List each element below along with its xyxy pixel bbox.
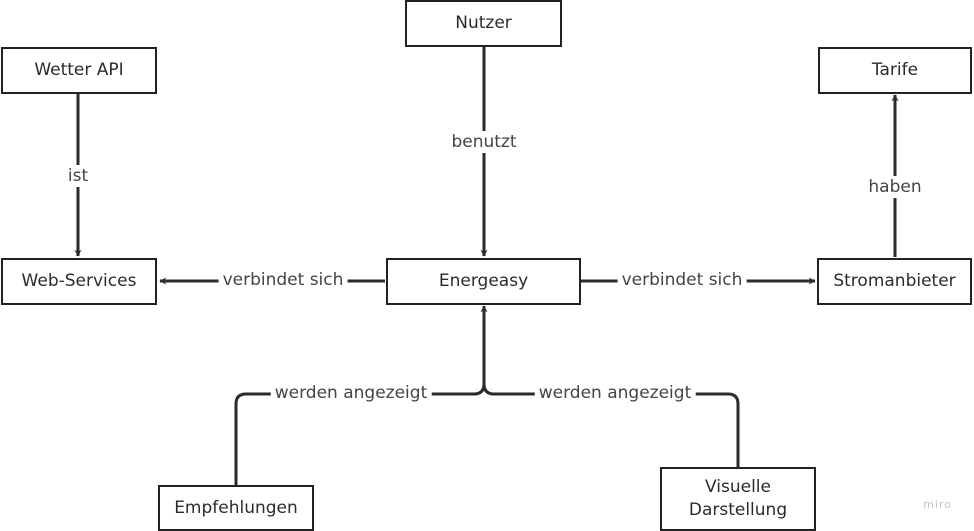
edge-label-haben: haben	[864, 176, 926, 198]
node-visuelle-darstellung[interactable]: Visuelle Darstellung	[660, 467, 816, 531]
node-wetter-api-label: Wetter API	[34, 60, 124, 80]
node-nutzer-label: Nutzer	[455, 13, 512, 33]
edge-label-benutzt: benutzt	[447, 131, 521, 153]
node-tarife[interactable]: Tarife	[818, 47, 972, 94]
edge-label-verbindet-sich-right: verbindet sich	[617, 269, 747, 291]
node-visuelle-darstellung-line1: Visuelle	[705, 477, 771, 497]
node-wetter-api[interactable]: Wetter API	[1, 47, 157, 94]
node-web-services[interactable]: Web-Services	[1, 258, 157, 305]
node-stromanbieter[interactable]: Stromanbieter	[817, 258, 972, 305]
edge-label-verbindet-sich-left: verbindet sich	[218, 269, 348, 291]
node-nutzer[interactable]: Nutzer	[405, 0, 562, 47]
node-tarife-label: Tarife	[871, 60, 919, 80]
edge-label-ist: ist	[63, 165, 93, 187]
node-empfehlungen-label: Empfehlungen	[174, 497, 298, 518]
edge-label-werden-angezeigt-left: werden angezeigt	[270, 382, 432, 404]
edge-visuelle-darstellung-energeasy	[482, 383, 740, 468]
node-web-services-label: Web-Services	[21, 271, 137, 291]
node-visuelle-darstellung-line2: Darstellung	[688, 500, 788, 520]
edge-label-werden-angezeigt-right: werden angezeigt	[534, 382, 696, 404]
miro-watermark: miro	[923, 498, 952, 511]
node-energeasy-label: Energeasy	[438, 271, 529, 291]
node-energeasy[interactable]: Energeasy	[386, 258, 581, 305]
node-empfehlungen[interactable]: Empfehlungen	[158, 485, 314, 531]
node-stromanbieter-label: Stromanbieter	[833, 271, 956, 291]
